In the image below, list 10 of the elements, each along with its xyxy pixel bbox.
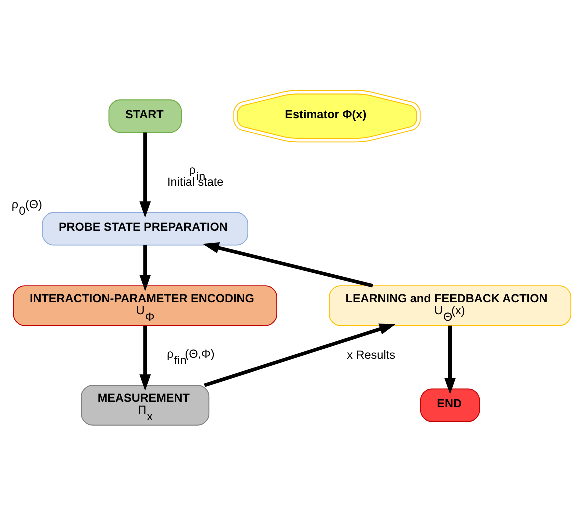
edge-label: x Results [347,348,396,362]
arrow [140,245,152,292]
arrow [204,323,396,387]
arrow [140,325,152,391]
node-box: END [420,388,480,422]
arrow [202,242,374,288]
arrow [140,132,152,218]
node-box: PROBE STATE PREPARATION [42,212,249,246]
arrow [444,325,456,394]
node-box: START [108,99,182,133]
